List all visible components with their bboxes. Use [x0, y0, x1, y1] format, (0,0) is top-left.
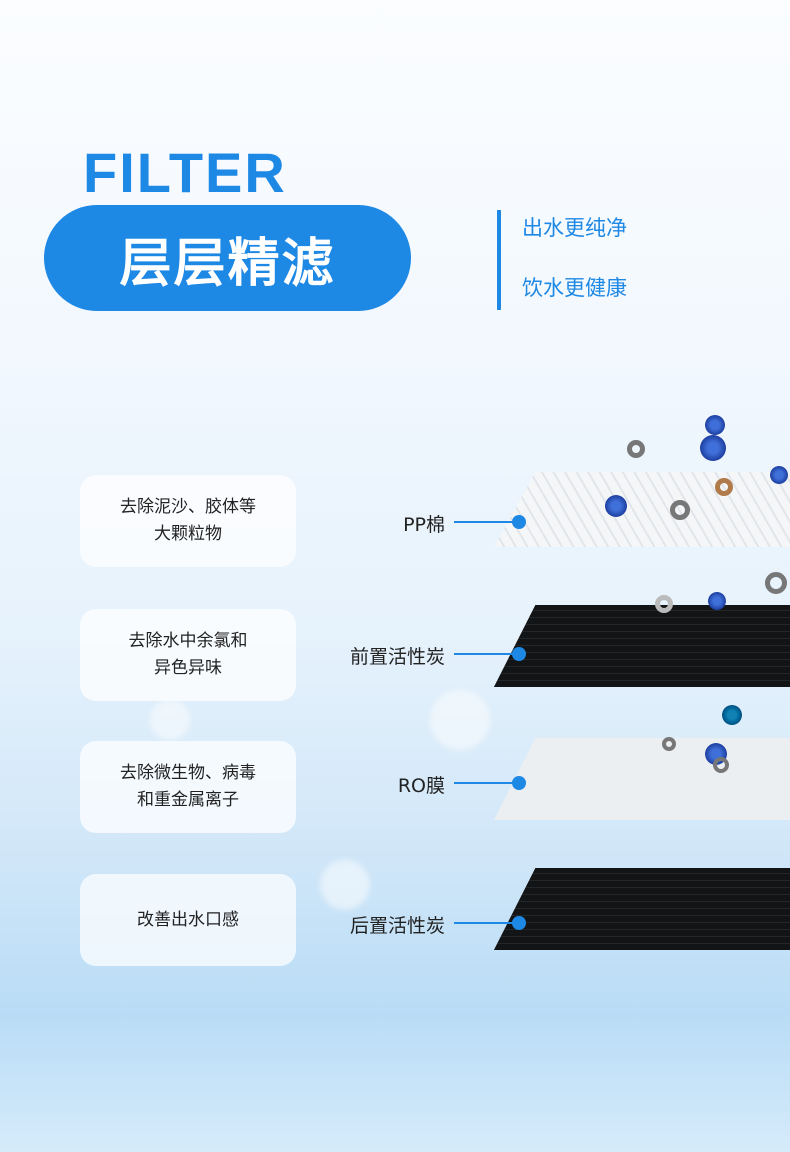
particle-icon	[655, 595, 673, 613]
ro-membrane-layer	[494, 738, 790, 820]
desc-line: 和重金属离子	[137, 790, 239, 810]
desc-line: 异色异味	[154, 658, 222, 678]
desc-card-ro: 去除微生物、病毒和重金属离子	[80, 741, 296, 833]
desc-card-pp: 去除泥沙、胶体等大颗粒物	[80, 475, 296, 567]
layer-label-post-carbon: 后置活性炭	[349, 915, 445, 937]
title-english: FILTER	[83, 141, 287, 204]
divider	[497, 210, 501, 310]
virus-icon	[708, 592, 726, 610]
layer-label-pp: PP棉	[403, 514, 445, 536]
connector-dot	[512, 776, 526, 790]
connector-dot	[512, 515, 526, 529]
slogan-1: 出水更纯净	[522, 216, 627, 240]
connector-dot	[512, 647, 526, 661]
bokeh	[430, 690, 490, 750]
desc-card-pre-carbon: 去除水中余氯和异色异味	[80, 609, 296, 701]
layer-label-pre-carbon: 前置活性炭	[349, 646, 445, 668]
particle-icon	[670, 500, 690, 520]
pre-carbon-layer	[494, 605, 790, 687]
particle-icon	[765, 572, 787, 594]
connector-line	[454, 521, 518, 523]
pp-cotton-layer	[494, 472, 790, 547]
particle-icon	[715, 478, 733, 496]
desc-line: 改善出水口感	[137, 909, 239, 930]
particle-icon	[662, 737, 676, 751]
layer-label-ro: RO膜	[397, 775, 445, 797]
title-pill: 层层精滤	[44, 205, 411, 311]
connector-dot	[512, 916, 526, 930]
desc-line: 去除微生物、病毒	[120, 763, 256, 783]
virus-icon	[700, 435, 726, 461]
virus-icon	[605, 495, 627, 517]
desc-line: 大颗粒物	[154, 524, 222, 544]
desc-line: 去除泥沙、胶体等	[120, 497, 256, 517]
slogan-2: 饮水更健康	[522, 276, 627, 300]
connector-line	[454, 782, 518, 784]
virus-icon	[770, 466, 788, 484]
connector-line	[454, 653, 518, 655]
virus-icon	[705, 415, 725, 435]
virus-icon	[722, 705, 742, 725]
desc-card-post-carbon: 改善出水口感	[80, 874, 296, 966]
bokeh	[320, 860, 370, 910]
desc-line: 去除水中余氯和	[128, 631, 248, 651]
connector-line	[454, 922, 518, 924]
particle-icon	[713, 757, 729, 773]
bokeh	[150, 700, 190, 740]
particle-icon	[627, 440, 645, 458]
post-carbon-layer	[494, 868, 790, 950]
